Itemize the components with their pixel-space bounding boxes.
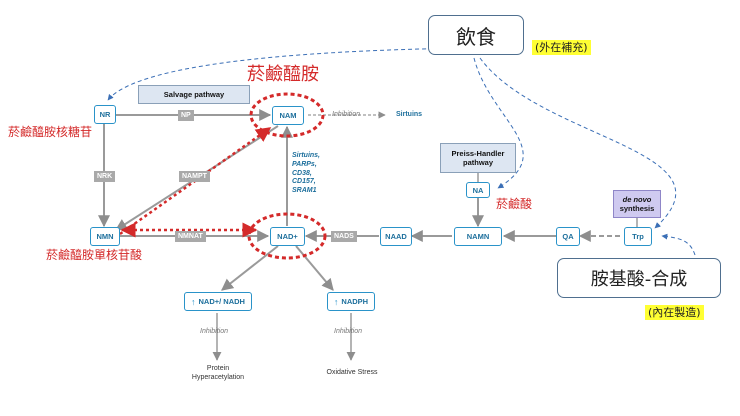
- inhibition-label-nam: Inhibition: [332, 111, 361, 118]
- diet-to-na-arrow: [473, 57, 524, 189]
- diet-note: (外在補充): [532, 40, 591, 55]
- enzyme-np: NP: [178, 110, 194, 121]
- na-chinese-label: 菸鹼酸: [496, 197, 533, 211]
- preiss-handler-box: Preiss-Handler pathway: [440, 143, 516, 173]
- node-namn: NAMN: [454, 227, 502, 246]
- enzyme-nrk: NRK: [94, 171, 116, 182]
- node-na: NA: [466, 182, 490, 198]
- de-novo-label: de novo: [622, 195, 652, 204]
- amino-acid-note: (內在製造): [645, 305, 704, 320]
- node-nadph: ↑NADPH: [327, 292, 375, 311]
- arrow-nad-to-nadh: [221, 245, 279, 291]
- nmn-chinese-label: 菸鹼醯胺單核苷酸: [46, 248, 143, 262]
- node-nmn: NMN: [90, 227, 120, 246]
- nad-highlight-ellipse: [247, 212, 327, 260]
- effect-protein-hyperacetylation: Protein Hyperacetylation: [191, 365, 245, 382]
- enzyme-nampt: NAMPT: [179, 171, 210, 182]
- preiss-handler-label: Preiss-Handler pathway: [451, 149, 505, 167]
- up-arrow-icon: ↑: [333, 296, 339, 307]
- nadph-label: NADPH: [341, 297, 369, 306]
- node-naad: NAAD: [380, 227, 412, 246]
- nad-nadh-label: NAD+/ NADH: [198, 297, 245, 306]
- arrow-nad-to-nadph: [295, 245, 334, 291]
- inhibition-label-left: Inhibition: [200, 328, 229, 335]
- nr-chinese-label: 菸鹼醯胺核糖苷: [8, 125, 93, 139]
- node-qa: QA: [556, 227, 580, 246]
- diet-to-trp-arrow: [479, 57, 676, 229]
- inhibition-label-right: Inhibition: [334, 328, 363, 335]
- nam-highlight-ellipse: [249, 92, 325, 138]
- amino-acid-callout: 胺基酸-合成: [557, 258, 721, 298]
- enzyme-nmnat: NMNAT: [175, 231, 206, 242]
- node-nad-nadh: ↑NAD+/ NADH: [184, 292, 252, 311]
- nam-chinese-label: 菸鹼醯胺: [247, 64, 319, 85]
- diet-callout: 飲食: [428, 15, 524, 55]
- synthesis-label: synthesis: [619, 204, 655, 213]
- enzyme-nads: NADS: [331, 231, 357, 242]
- salvage-pathway-box: Salvage pathway: [138, 85, 250, 104]
- amino-to-trp-arrow: [661, 233, 696, 256]
- up-arrow-icon: ↑: [191, 296, 196, 307]
- sirtuins-label: Sirtuins: [396, 111, 423, 118]
- node-trp: Trp: [624, 227, 652, 246]
- node-nr: NR: [94, 105, 116, 124]
- node-nad: NAD+: [270, 227, 305, 246]
- nad-consumers-list: Sirtuins, PARPs, CD38, CD157, SRAM1: [292, 152, 321, 194]
- de-novo-synthesis-box: de novo synthesis: [613, 190, 661, 218]
- effect-oxidative-stress: Oxidative Stress: [326, 369, 378, 376]
- node-nam: NAM: [272, 106, 304, 125]
- diet-to-nr-arrow: [107, 47, 469, 101]
